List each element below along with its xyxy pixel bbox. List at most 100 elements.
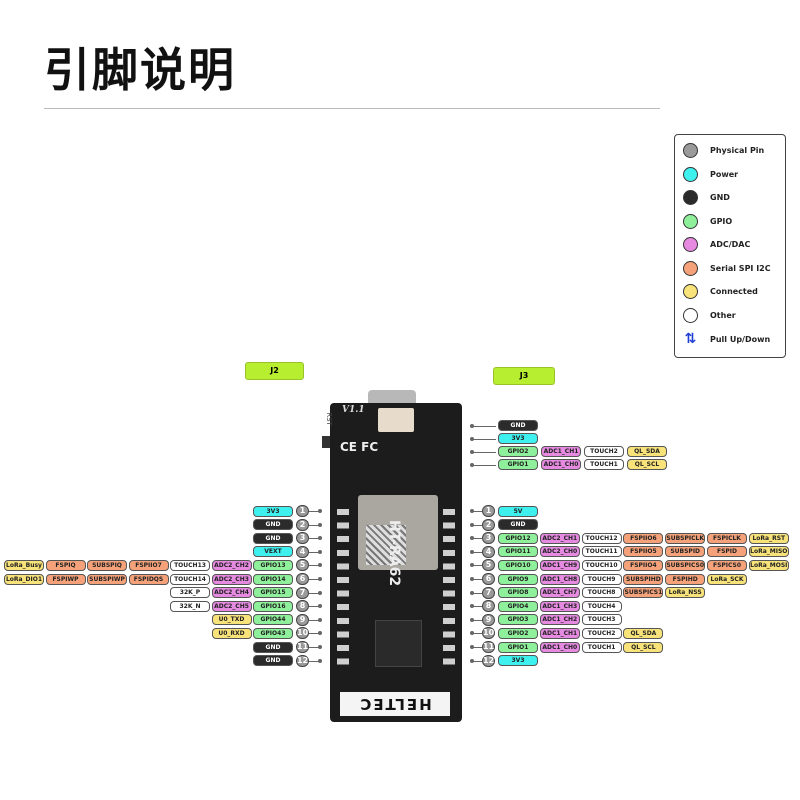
physical-pin-left-8: 8 xyxy=(296,600,309,613)
physical-pin-left-7: 7 xyxy=(296,586,309,599)
pin-lead xyxy=(309,579,319,580)
pin-lead xyxy=(472,551,482,553)
pin-label-connected: LoRa_DIO1 xyxy=(4,573,44,585)
pin-dot xyxy=(318,617,322,622)
pin-lead xyxy=(472,538,482,540)
legend-swatch-adc-icon xyxy=(683,237,698,252)
pin-lead xyxy=(472,452,496,453)
pin-lead xyxy=(472,592,482,594)
pin-lead xyxy=(472,511,482,512)
pin-dot xyxy=(318,645,322,649)
cert-marks: CE FC xyxy=(340,440,379,454)
pin-label-other: 32K_P xyxy=(170,587,210,599)
mcu-chip xyxy=(375,620,422,667)
pin-label-gnd: GND xyxy=(498,519,538,531)
pin-label-adc: ADC1_CH3 xyxy=(539,600,580,612)
pin-label-connected: QL_SDA xyxy=(623,627,664,639)
legend-swatch-connected-icon xyxy=(683,284,698,299)
pin-label-other: TOUCH4 xyxy=(581,600,622,612)
pin-label-serial: SUBSPICS0 xyxy=(665,559,706,571)
pin-label-connected: U0_TXD xyxy=(211,614,252,626)
pin-label-serial: FSPIIO6 xyxy=(623,532,664,544)
pin-label-adc: ADC1_CH1 xyxy=(539,627,580,639)
physical-pin-left-10: 10 xyxy=(296,627,309,640)
pin-lead xyxy=(472,660,482,662)
pin-dot xyxy=(318,509,322,513)
pin-lead xyxy=(472,426,496,427)
physical-pin-right-6: 6 xyxy=(482,573,495,585)
pin-lead xyxy=(309,619,319,621)
legend-label: Pull Up/Down xyxy=(710,334,771,344)
pin-label-other: TOUCH2 xyxy=(581,627,622,639)
physical-pin-right-12: 12 xyxy=(482,654,495,667)
i2c-label-adc: ADC1_CH0 xyxy=(541,459,581,470)
physical-pin-right-11: 11 xyxy=(482,641,495,653)
legend-item-connected: Connected xyxy=(683,284,758,299)
board-version: V1.1 xyxy=(342,405,365,415)
pin-label-gpio: GPIO11 xyxy=(498,546,538,558)
pin-lead xyxy=(309,660,319,662)
physical-pin-right-3: 3 xyxy=(482,532,495,545)
pin-label-adc: ADC2_CH1 xyxy=(539,532,580,544)
pin-label-adc: ADC1_CH9 xyxy=(539,559,580,571)
legend-item-serial: Serial SPI I2C xyxy=(683,260,771,276)
physical-pin-right-2: 2 xyxy=(482,518,495,531)
pin-lead xyxy=(472,465,496,466)
pin-dot xyxy=(318,590,322,595)
brand-logo: HELTEC xyxy=(340,692,450,716)
rst-button[interactable] xyxy=(322,436,330,448)
usb-c-port xyxy=(368,390,416,406)
physical-pin-right-1: 1 xyxy=(482,505,495,517)
legend-item-gnd: GND xyxy=(683,190,730,205)
legend-swatch-serial-icon xyxy=(683,260,698,276)
pin-label-gpio: GPIO9 xyxy=(498,573,538,585)
pin-label-other: TOUCH9 xyxy=(581,573,622,585)
pin-lead xyxy=(472,633,482,635)
physical-pin-right-4: 4 xyxy=(482,545,495,558)
pin-dot xyxy=(318,563,322,568)
header-j3-label: J3 xyxy=(493,367,555,385)
pin-label-other: TOUCH1 xyxy=(581,641,622,653)
pin-lead xyxy=(309,538,319,540)
pin-label-adc: ADC1_CH0 xyxy=(539,641,580,653)
pin-label-gnd: GND xyxy=(253,641,293,653)
i2c-label-power: 3V3 xyxy=(498,433,538,444)
pin-lead xyxy=(472,606,482,608)
legend-label: Connected xyxy=(710,287,758,296)
pin-label-gpio: GPIO8 xyxy=(498,587,538,599)
pin-label-gpio: GPIO12 xyxy=(498,532,538,544)
pin-label-connected: LoRa_MISO xyxy=(748,546,789,558)
pin-lead xyxy=(472,619,482,621)
legend-swatch-gpio-icon xyxy=(683,213,698,229)
pin-label-connected: QL_SCL xyxy=(623,641,664,653)
pin-label-gpio: GPIO4 xyxy=(498,600,538,612)
rst-label: RST xyxy=(324,412,333,426)
pin-label-gpio: GPIO15 xyxy=(253,587,293,599)
pin-dot xyxy=(318,549,322,554)
pin-lead xyxy=(472,647,482,648)
pin-label-connected: LoRa_RST xyxy=(748,532,789,544)
pin-label-serial: FSPICS0 xyxy=(707,559,747,571)
pin-label-adc: ADC2_CH5 xyxy=(211,600,252,612)
pin-label-adc: ADC1_CH2 xyxy=(539,614,580,626)
pin-label-adc: ADC2_CH2 xyxy=(211,559,252,571)
pin-label-serial: FSPIIO4 xyxy=(623,559,664,571)
pin-lead xyxy=(309,551,319,553)
legend-item-power: Power xyxy=(683,166,738,182)
legend-label: GPIO xyxy=(710,216,733,226)
pin-label-serial: SUBSPIQ xyxy=(87,559,127,571)
header-j2-label: J2 xyxy=(245,362,304,380)
physical-pin-left-5: 5 xyxy=(296,559,309,572)
physical-pin-left-9: 9 xyxy=(296,613,309,626)
i2c-label-other: TOUCH1 xyxy=(584,459,624,470)
physical-pin-left-4: 4 xyxy=(296,545,309,558)
pin-label-serial: SUBSPID xyxy=(665,546,706,558)
pin-label-adc: ADC1_CH7 xyxy=(539,587,580,599)
pin-dot xyxy=(318,536,322,541)
pin-label-gnd: GND xyxy=(253,519,293,531)
physical-pin-left-11: 11 xyxy=(296,641,309,653)
pin-dot xyxy=(318,631,322,636)
legend-label: Physical Pin xyxy=(710,146,765,155)
legend-swatch-power-icon xyxy=(683,166,698,182)
